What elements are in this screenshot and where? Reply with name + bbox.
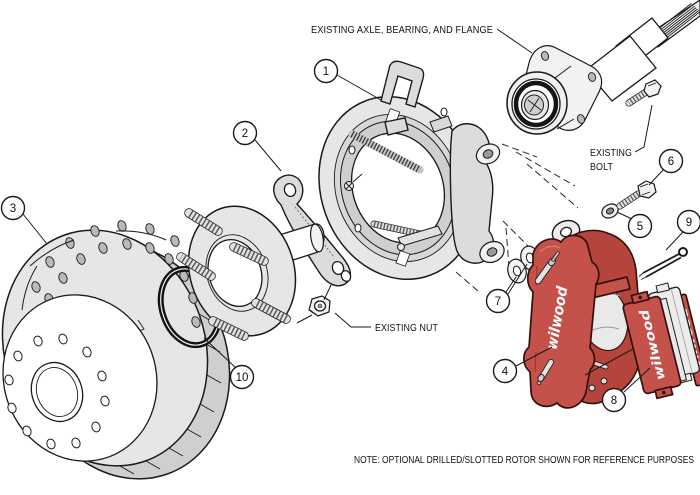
labels: EXISTING AXLE, BEARING, AND FLANGE EXIST… <box>311 25 694 466</box>
axle-label-leader <box>496 28 533 54</box>
callout-8-number: 8 <box>611 395 617 407</box>
callout-1-number: 1 <box>323 66 329 78</box>
callout-6-number: 6 <box>668 156 674 168</box>
callout-4-number: 4 <box>502 366 509 378</box>
bolt-label-line2: BOLT <box>590 162 613 173</box>
brake-pads: wilwood wilwood <box>584 282 700 400</box>
cotter-pin <box>638 247 688 280</box>
nut-label-leader <box>334 312 371 328</box>
assembly-axis-dashes <box>455 143 579 292</box>
bracket-hole-bottom <box>331 260 345 276</box>
caliper: wilwood <box>523 219 643 409</box>
axle-shaft-body <box>585 35 657 102</box>
axle-label: EXISTING AXLE, BEARING, AND FLANGE <box>311 25 493 36</box>
axle-assembly <box>506 0 700 135</box>
existing-nut-part <box>296 284 332 324</box>
bolt-label-line1: EXISTING <box>590 148 632 159</box>
washer-part <box>601 203 619 219</box>
callout-5-number: 5 <box>637 221 643 233</box>
callout-10: 10 <box>203 337 255 390</box>
wheel-studs <box>176 208 291 341</box>
callout-9: 9 <box>665 209 700 251</box>
existing-bolt-part <box>625 79 662 107</box>
callout-3-number: 3 <box>10 203 16 215</box>
backing-plate-assembly <box>318 60 505 281</box>
hub-assembly <box>176 174 352 341</box>
callout-6: 6 <box>648 148 684 186</box>
note-text: NOTE: OPTIONAL DRILLED/SLOTTED ROTOR SHO… <box>354 455 694 466</box>
callouts: 1 2 3 4 5 6 7 8 <box>0 58 700 413</box>
callout-3: 3 <box>0 195 48 245</box>
nut-label: EXISTING NUT <box>375 323 438 334</box>
callout-9-number: 9 <box>686 217 692 229</box>
callout-1: 1 <box>313 58 382 101</box>
bolt-label-leader <box>634 104 653 153</box>
callout-2: 2 <box>232 120 282 172</box>
callout-2-number: 2 <box>242 128 248 140</box>
pad-alignment-line <box>584 348 634 376</box>
bleed-screw-top <box>534 251 560 285</box>
rotor <box>1 220 231 480</box>
rotor-lug-holes <box>4 333 110 450</box>
park-lever <box>429 115 453 133</box>
bracket-hole-top <box>283 182 297 198</box>
callout-10-number: 10 <box>236 372 249 384</box>
adjuster-rod <box>370 220 424 238</box>
callout-8: 8 <box>601 367 651 413</box>
park-brake-spring <box>348 130 424 174</box>
anchor-block <box>384 117 409 136</box>
callout-7: 7 <box>485 263 528 314</box>
rotor-vent-ticks <box>119 313 222 475</box>
bleed-screw-bottom <box>536 359 554 386</box>
retainer-pin <box>344 173 363 191</box>
rotor-center-bore <box>30 361 84 423</box>
callout-4: 4 <box>492 346 553 384</box>
mount-bolt-part <box>616 180 657 210</box>
callout-7-number: 7 <box>495 296 501 308</box>
anchor-tab <box>380 60 425 108</box>
front-pad: wilwood <box>622 290 688 400</box>
axle-bearing <box>506 71 568 135</box>
callout-5: 5 <box>616 211 653 239</box>
